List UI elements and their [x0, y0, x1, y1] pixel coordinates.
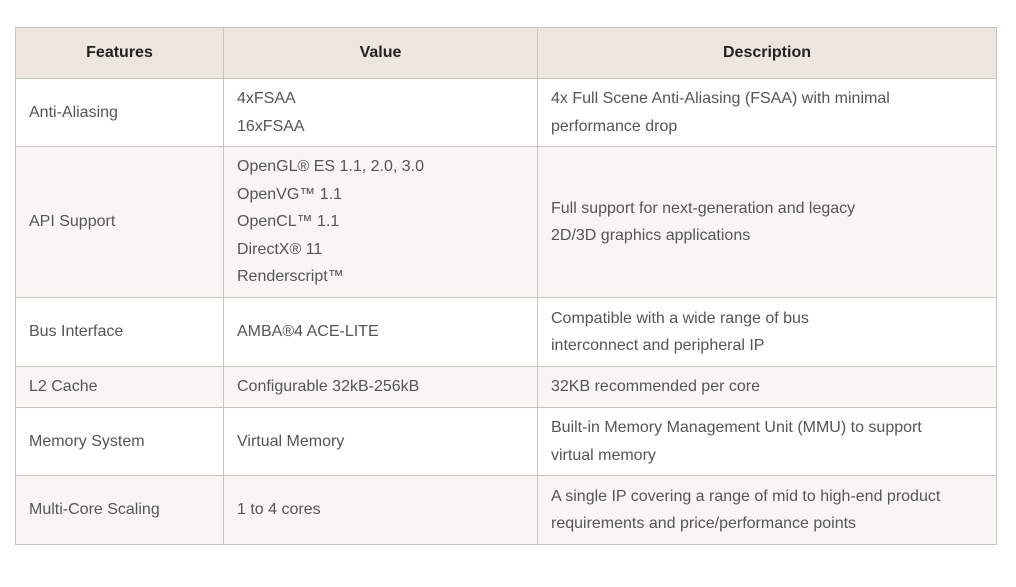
feature-cell: Memory System — [15, 407, 224, 476]
value-line: Configurable 32kB-256kB — [237, 378, 420, 396]
feature-cell: Anti-Aliasing — [15, 78, 224, 147]
column-header-features: Features — [15, 27, 224, 79]
column-header-description: Description — [537, 27, 997, 79]
description-line: 32KB recommended per core — [551, 378, 760, 396]
value-line: OpenGL® ES 1.1, 2.0, 3.0 — [237, 158, 425, 176]
value-cell: Configurable 32kB-256kB — [223, 366, 538, 408]
description-line: Full support for next-generation and leg… — [551, 199, 856, 217]
value-cell: AMBA®4 ACE-LITE — [223, 297, 538, 367]
value-cell: 1 to 4 cores — [223, 475, 538, 545]
table-row: Memory System Virtual Memory Built-in Me… — [15, 407, 997, 476]
description-cell: A single IP covering a range of mid to h… — [537, 475, 997, 545]
description-cell: Compatible with a wide range of bus inte… — [537, 297, 997, 367]
description-line: interconnect and peripheral IP — [551, 337, 765, 354]
value-line: DirectX® 11 — [237, 240, 323, 258]
description-line: virtual memory — [551, 446, 656, 464]
description-line: 2D/3D graphics applications — [551, 227, 751, 244]
value-line: 16xFSAA — [237, 117, 305, 135]
feature-cell: Bus Interface — [15, 297, 224, 367]
value-line: 1 to 4 cores — [237, 501, 321, 519]
value-line: OpenCL™ 1.1 — [237, 213, 340, 231]
value-cell: 4xFSAA 16xFSAA — [223, 78, 538, 147]
value-line: Virtual Memory — [237, 432, 345, 450]
description-line: requirements and price/performance point… — [551, 515, 857, 532]
value-cell: OpenGL® ES 1.1, 2.0, 3.0 OpenVG™ 1.1 Ope… — [223, 146, 538, 298]
description-cell: 4x Full Scene Anti-Aliasing (FSAA) with … — [537, 78, 997, 147]
column-header-value: Value — [223, 27, 538, 79]
description-line: 4x Full Scene Anti-Aliasing (FSAA) with … — [551, 90, 890, 107]
table-row: API Support OpenGL® ES 1.1, 2.0, 3.0 Ope… — [15, 146, 997, 298]
value-line: Renderscript™ — [237, 268, 344, 286]
value-line: OpenVG™ 1.1 — [237, 185, 342, 203]
table-row: L2 Cache Configurable 32kB-256kB 32KB re… — [15, 366, 997, 408]
description-line: Built-in Memory Management Unit (MMU) to… — [551, 419, 922, 436]
value-line: 4xFSAA — [237, 90, 296, 107]
description-line: A single IP covering a range of mid to h… — [551, 487, 941, 505]
description-line: Compatible with a wide range of bus — [551, 309, 809, 327]
feature-cell: API Support — [15, 146, 224, 298]
table-row: Multi-Core Scaling 1 to 4 cores A single… — [15, 475, 997, 545]
description-cell: Built-in Memory Management Unit (MMU) to… — [537, 407, 997, 476]
description-cell: Full support for next-generation and leg… — [537, 146, 997, 298]
feature-cell: L2 Cache — [15, 366, 224, 408]
description-line: performance drop — [551, 117, 678, 135]
description-cell: 32KB recommended per core — [537, 366, 997, 408]
value-cell: Virtual Memory — [223, 407, 538, 476]
feature-cell: Multi-Core Scaling — [15, 475, 224, 545]
feature-table: Features Value Description Anti-Aliasing… — [15, 27, 997, 545]
table-row: Bus Interface AMBA®4 ACE-LITE Compatible… — [15, 297, 997, 367]
table-row: Anti-Aliasing 4xFSAA 16xFSAA 4x Full Sce… — [15, 78, 997, 147]
header-row: Features Value Description — [15, 27, 997, 79]
value-line: AMBA®4 ACE-LITE — [237, 323, 379, 341]
